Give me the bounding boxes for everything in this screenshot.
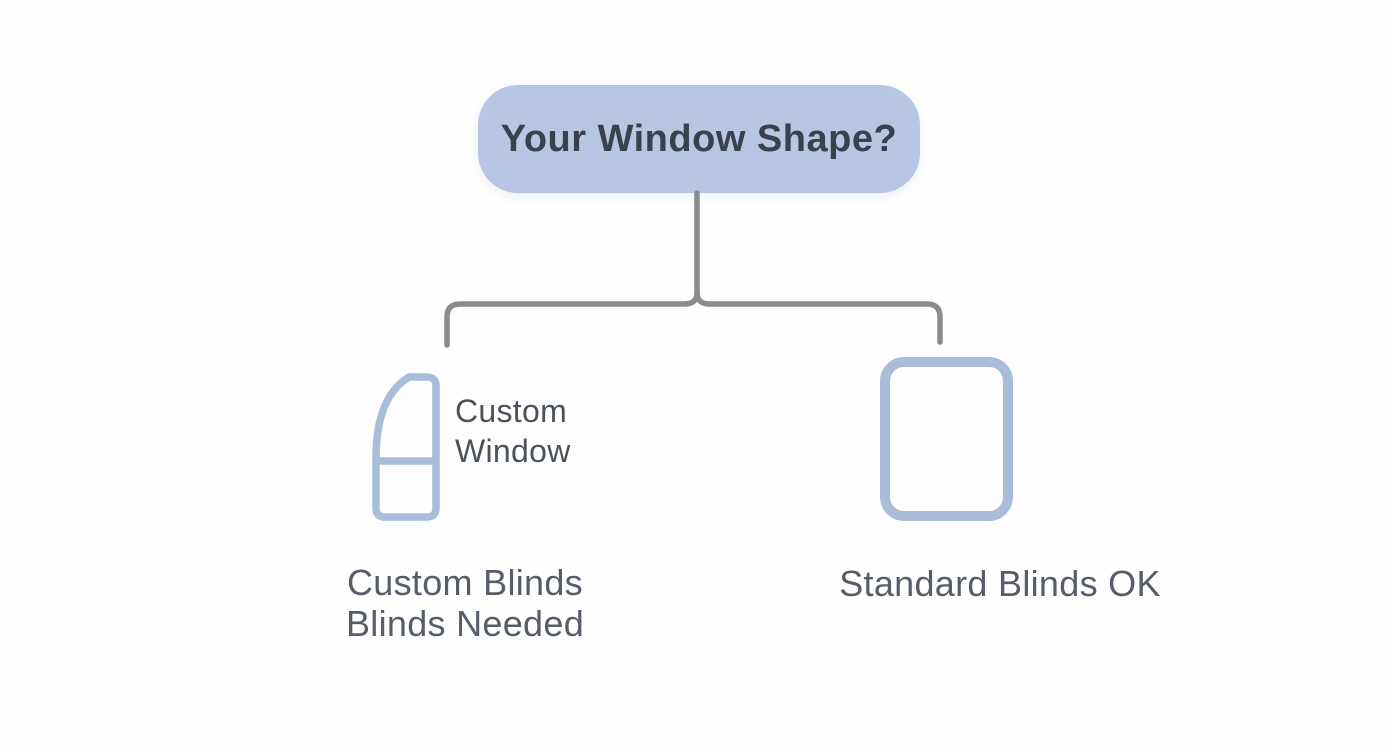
custom-window-icon-label: Custom Window — [455, 391, 571, 471]
standard-blinds-result-label: Standard Blinds OK — [839, 563, 1161, 604]
custom-blinds-result-label: Custom Blinds Blinds Needed — [305, 562, 625, 644]
root-node-label: Your Window Shape? — [500, 117, 898, 160]
arched-window-icon — [372, 373, 440, 521]
custom-blinds-result-line2: Blinds Needed — [345, 603, 585, 644]
connector-right-branch — [694, 290, 943, 345]
custom-window-label-line1: Custom — [455, 393, 568, 429]
custom-window-label-line2: Window — [455, 433, 571, 469]
custom-blinds-result-line1: Custom Blinds — [347, 562, 583, 603]
rectangular-window-icon — [880, 357, 1013, 521]
connector-left-branch — [444, 290, 700, 348]
root-node-window-shape: Your Window Shape? — [478, 85, 920, 193]
